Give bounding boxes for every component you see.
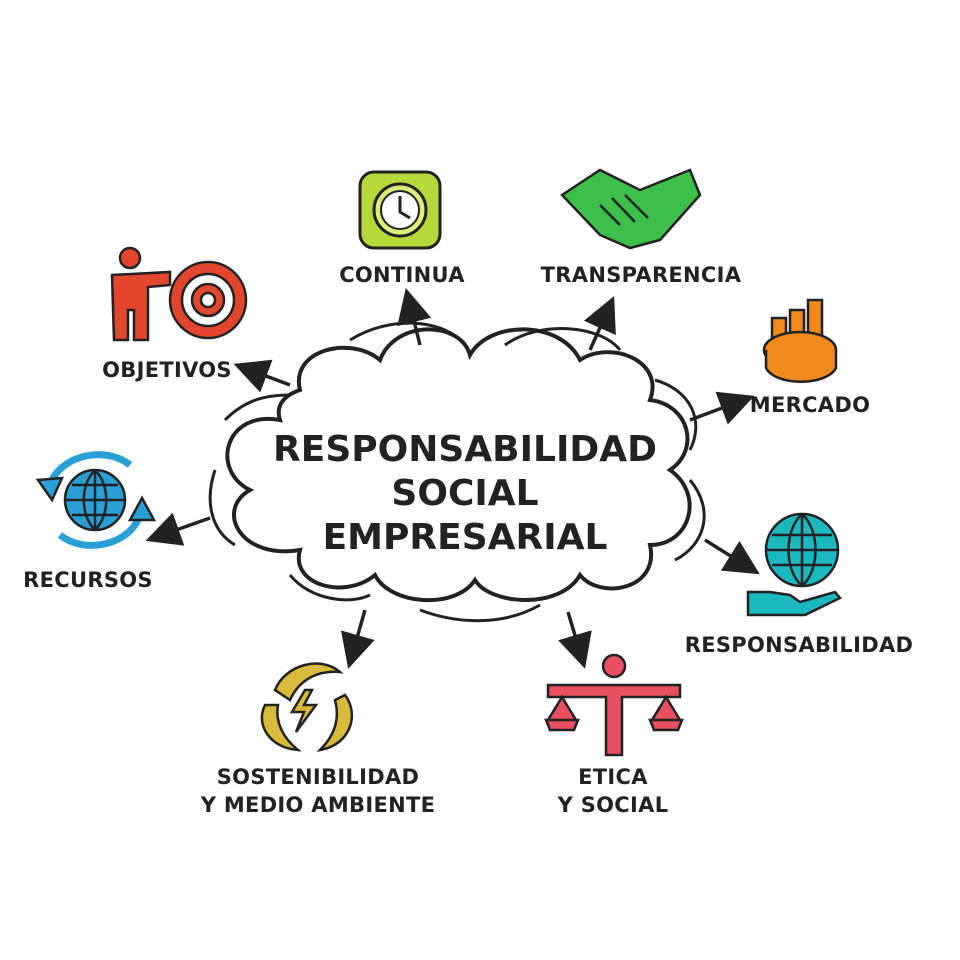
- globe-hand-icon: [746, 512, 842, 617]
- title-line-2: SOCIAL: [391, 473, 539, 514]
- label-continua: CONTINUA: [339, 263, 465, 287]
- label-etica-line-1: ETICA: [578, 765, 648, 789]
- arrow-sostenibilidad: [340, 609, 375, 669]
- leaves-energy-icon: [260, 662, 354, 752]
- handshake-icon: [560, 168, 702, 250]
- label-recursos: RECURSOS: [23, 568, 153, 592]
- arrow-transparencia: [583, 296, 616, 351]
- label-objetivos: OBJETIVOS: [102, 358, 232, 382]
- bar-pie-chart-icon: [762, 298, 838, 384]
- target-icon: [110, 246, 248, 342]
- label-etica-line-2: Y SOCIAL: [557, 793, 669, 817]
- globe-cycle-icon: [35, 451, 157, 549]
- label-sostenibilidad-line-1: SOSTENIBILIDAD: [216, 765, 420, 789]
- label-sostenibilidad: SOSTENIBILIDAD Y MEDIO AMBIENTE: [201, 763, 436, 819]
- arrow-mercado: [689, 391, 755, 425]
- central-cloud: [225, 327, 692, 602]
- arrow-objetivos: [233, 359, 291, 393]
- label-mercado: MERCADO: [749, 393, 871, 417]
- label-transparencia: TRANSPARENCIA: [540, 263, 742, 287]
- scales-icon: [544, 653, 684, 757]
- arrow-recursos: [145, 512, 211, 546]
- label-sostenibilidad-line-2: Y MEDIO AMBIENTE: [200, 793, 436, 817]
- arrows: [145, 288, 760, 669]
- label-responsabilidad: RESPONSABILIDAD: [684, 633, 914, 657]
- arrow-continua: [397, 288, 432, 346]
- label-etica: ETICA Y SOCIAL: [558, 763, 669, 819]
- arrow-etica: [558, 611, 592, 669]
- arrow-responsabilidad: [704, 538, 760, 575]
- title-line-1: RESPONSABILIDAD: [273, 429, 657, 470]
- central-title: RESPONSABILIDAD SOCIAL EMPRESARIAL: [273, 428, 657, 560]
- title-line-3: EMPRESARIAL: [322, 517, 608, 558]
- clock-icon: [358, 170, 442, 250]
